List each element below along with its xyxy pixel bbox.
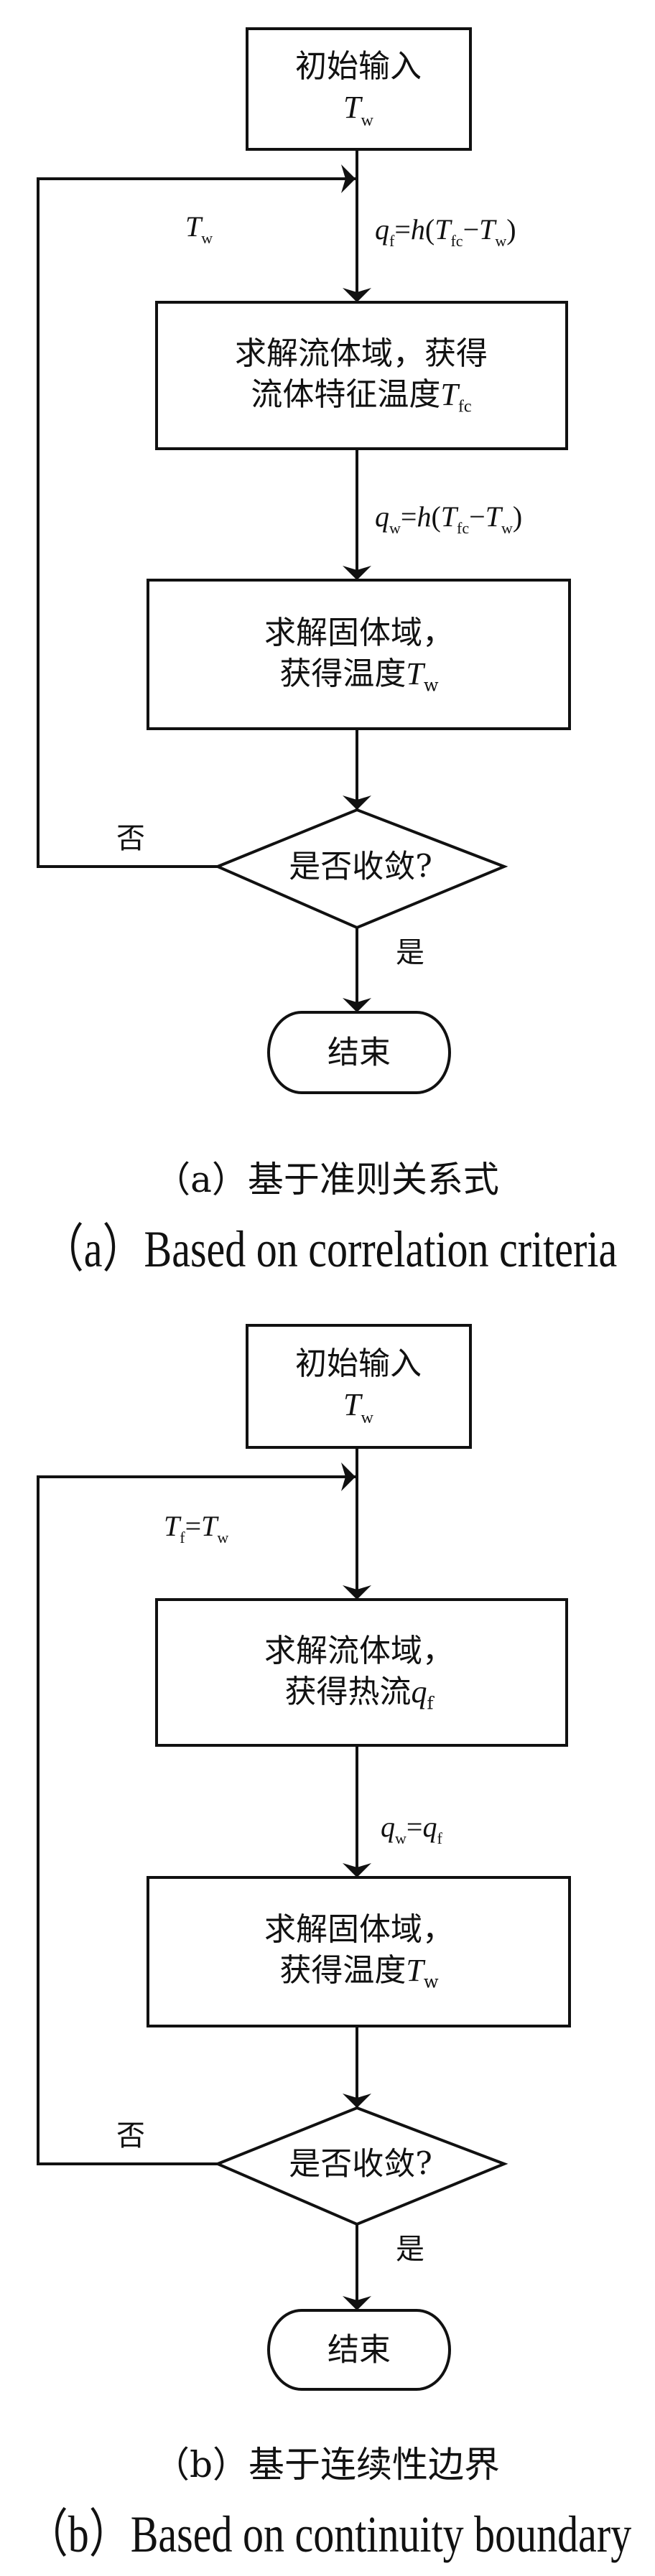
math-symbol: T [406, 1952, 424, 1988]
math-subscript: w [201, 228, 213, 247]
math-symbol: T [185, 210, 202, 243]
math-h: h [410, 213, 425, 246]
math-equals: = [185, 1510, 202, 1542]
math-symbol: T [343, 90, 361, 126]
edge-a-to-fluid-label: qf=h(Tfc−Tw) [375, 215, 516, 249]
math-subscript: w [423, 1971, 439, 1992]
node-a-start-label: 初始输入 Tw [295, 46, 422, 132]
math-subscript: w [389, 518, 401, 537]
math-t: T [479, 213, 496, 246]
caption-b-en: （b）Based on continuity boundary [26, 2504, 632, 2563]
math-subscript: w [501, 518, 513, 537]
math-subscript: fc [457, 396, 472, 416]
node-b-start-label: 初始输入 Tw [295, 1343, 422, 1429]
math-subscript: w [495, 231, 507, 250]
node-b-fluid-line2: 获得热流qf [264, 1671, 454, 1715]
node-a-start [246, 27, 472, 151]
math-subscript: w [423, 675, 439, 696]
figure-b [37, 1324, 571, 2391]
edge-b-to-solid-label: qw=qf [381, 1813, 442, 1847]
math-subscript: f [437, 1829, 442, 1847]
math-equals: = [400, 500, 417, 533]
math-minus: − [463, 213, 480, 246]
math-t: T [201, 1510, 218, 1542]
node-b-solid [147, 1876, 571, 2027]
text: 获得温度 [279, 1951, 407, 1989]
math-subscript: f [427, 1693, 434, 1714]
math-subscript: w [361, 111, 373, 131]
node-a-fluid [155, 301, 568, 450]
math-equals: = [394, 213, 411, 246]
math-t: T [435, 213, 451, 246]
node-a-decision-label: 是否收敛? [289, 848, 432, 885]
math-equals: = [406, 1811, 423, 1843]
math-subscript: fc [450, 231, 463, 250]
node-b-start-line1: 初始输入 [295, 1345, 422, 1383]
node-a-end [267, 1011, 451, 1094]
node-a-solid-label: 求解固体域， 获得温度Tw [264, 612, 454, 697]
edge-b-yes-label: 是 [396, 2233, 424, 2266]
node-b-solid-line2: 获得温度Tw [264, 1950, 454, 1994]
node-b-end [267, 2309, 451, 2391]
node-a-solid-line1: 求解固体域， [264, 614, 454, 651]
figure-a [37, 27, 571, 1094]
node-a-solid [147, 579, 571, 730]
math-q: q [381, 1811, 395, 1843]
node-b-end-label: 结束 [328, 2331, 391, 2369]
math-paren-open: ( [431, 500, 441, 533]
node-b-fluid [155, 1598, 568, 1747]
node-b-solid-line1: 求解固体域， [264, 1910, 454, 1948]
math-subscript: fc [457, 518, 470, 537]
edge-a-no-label: 否 [116, 822, 145, 855]
caption-a-cn: （a）基于准则关系式 [154, 1159, 499, 1200]
math-t: T [485, 500, 501, 533]
math-q: q [375, 213, 389, 246]
edge-a-loop-back [37, 164, 356, 868]
math-symbol: q [411, 1674, 427, 1709]
math-paren-close: ) [506, 213, 516, 246]
math-subscript: w [395, 1829, 407, 1847]
math-paren-open: ( [424, 213, 435, 246]
caption-b-cn: （b）基于连续性边界 [153, 2444, 501, 2486]
math-subscript: f [180, 1528, 185, 1546]
node-a-fluid-line1: 求解流体域，获得 [235, 335, 488, 372]
caption-a-en: （a）Based on correlation criteria [42, 1219, 618, 1278]
math-h: h [417, 500, 432, 533]
edge-a-yes-label: 是 [396, 936, 424, 969]
edge-b-loop-back [37, 1462, 356, 2165]
math-t: T [440, 500, 457, 533]
math-q: q [375, 500, 389, 533]
node-b-start [246, 1324, 472, 1449]
node-a-fluid-label: 求解流体域，获得 流体特征温度Tfc [235, 333, 488, 418]
edge-b-loop-label: Tf=Tw [164, 1512, 228, 1546]
node-b-start-math: Tw [295, 1384, 422, 1429]
math-minus: − [469, 500, 486, 533]
node-b-fluid-line1: 求解流体域， [264, 1632, 454, 1669]
math-subscript: w [217, 1528, 229, 1546]
node-a-solid-line2: 获得温度Tw [264, 653, 454, 697]
edge-a-to-solid-label: qw=h(Tfc−Tw) [375, 503, 522, 536]
math-paren-close: ) [512, 500, 523, 533]
math-subscript: f [389, 231, 395, 250]
math-subscript: w [361, 1408, 373, 1428]
node-a-start-math: Tw [295, 87, 422, 131]
text: 流体特征温度 [251, 375, 441, 413]
node-b-fluid-label: 求解流体域， 获得热流qf [264, 1630, 454, 1715]
edge-b-no-label: 否 [116, 2119, 145, 2152]
math-symbol: T [343, 1387, 361, 1423]
text: 获得温度 [279, 655, 407, 692]
math-t: T [164, 1510, 180, 1542]
node-a-end-label: 结束 [328, 1034, 391, 1071]
math-symbol: T [440, 376, 458, 412]
node-a-fluid-line2: 流体特征温度Tfc [235, 374, 488, 418]
node-b-solid-label: 求解固体域， 获得温度Tw [264, 1909, 454, 1994]
math-q: q [422, 1811, 437, 1843]
math-symbol: T [406, 655, 424, 691]
edge-a-loop-label: Tw [185, 213, 213, 246]
node-b-decision-label: 是否收敛? [289, 2145, 432, 2183]
text: 获得热流 [284, 1673, 412, 1710]
node-a-start-line1: 初始输入 [295, 48, 422, 85]
